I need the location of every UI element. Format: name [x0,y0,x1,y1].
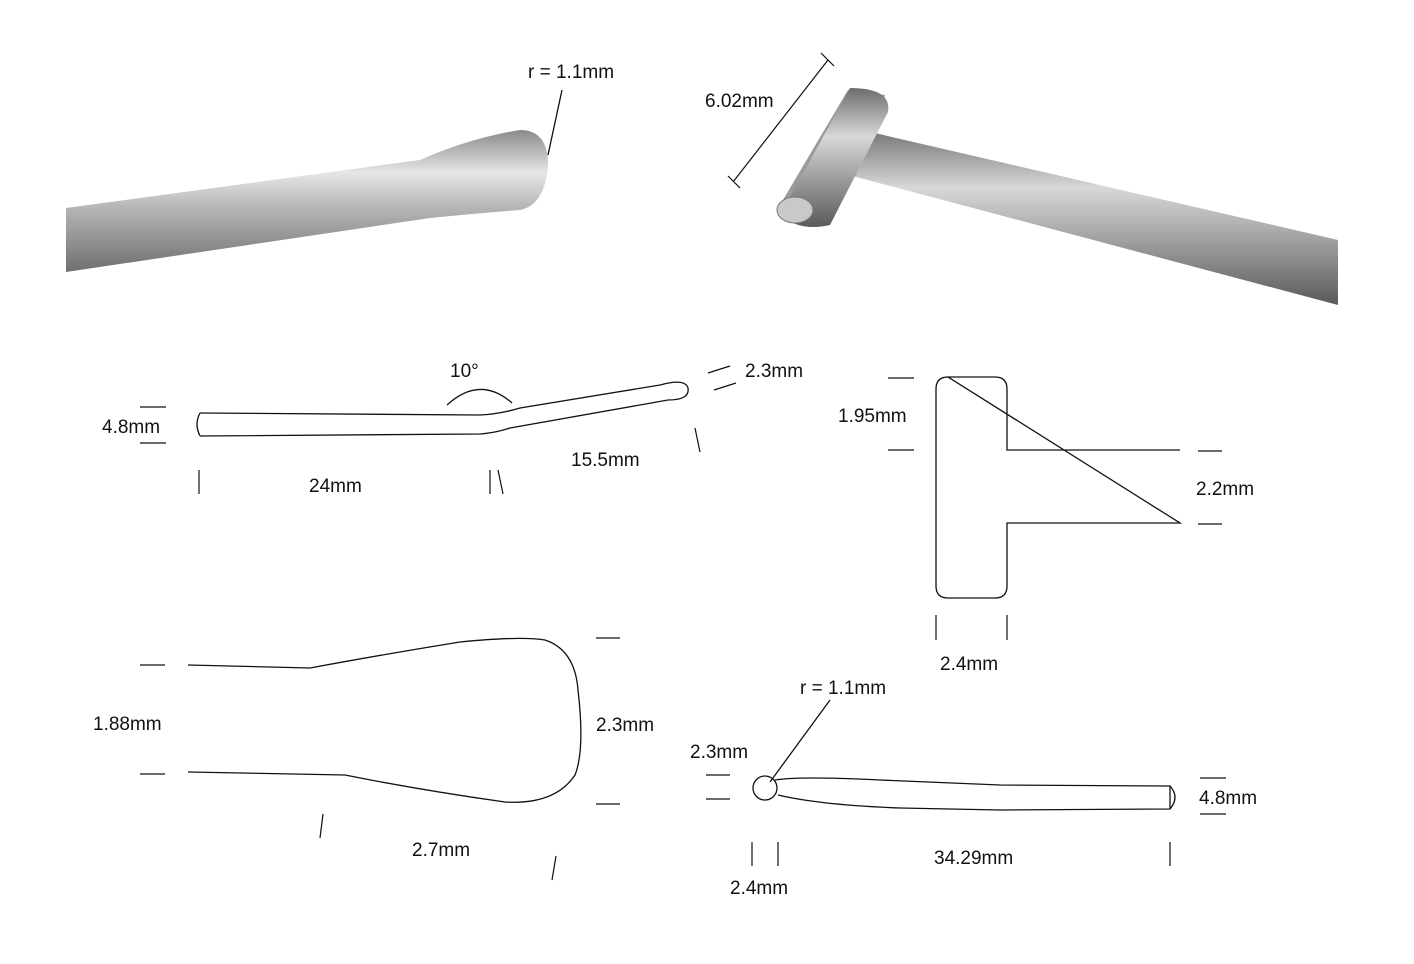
tip-width-label: 2.4mm [730,878,788,899]
total-length-label: 34.29mm [934,848,1013,869]
tip-radius-label: r = 1.1mm [528,62,614,83]
tip-diameter-label: 2.3mm [690,742,748,763]
tip-radius-label: r = 1.1mm [800,678,886,699]
photo-rod-tip: r = 1.1mm [66,62,614,272]
tip-diameter-label: 2.3mm [745,361,803,382]
shaft-diameter-label: 4.8mm [102,417,160,438]
handle-length-label: 6.02mm [705,91,774,112]
straight-length-label: 24mm [309,476,362,497]
shaft-diameter-label: 4.8mm [1199,788,1257,809]
angle-label: 10° [450,361,479,382]
head-label: 1.95mm [838,406,907,427]
side-view-drawing: 10° 2.3mm 4.8mm 24mm 15.5mm [102,361,803,497]
tip-length-label: 2.7mm [412,840,470,861]
width-label: 2.4mm [940,654,998,675]
radius-leader [547,89,563,156]
tip-detail-drawing: 1.88mm 2.3mm 2.7mm [93,637,654,881]
right-height-label: 2.3mm [596,715,654,736]
left-height-label: 1.88mm [93,714,162,735]
dimension-line [732,59,829,183]
t-profile-drawing: 1.95mm 2.2mm 2.4mm [838,376,1254,675]
bent-length-label: 15.5mm [571,450,640,471]
bottom-view-drawing: r = 1.1mm 2.3mm 4.8mm 2.4mm 34.29mm [690,678,1257,899]
stem-label: 2.2mm [1196,479,1254,500]
photo-t-handle: 6.02mm [705,52,1338,305]
